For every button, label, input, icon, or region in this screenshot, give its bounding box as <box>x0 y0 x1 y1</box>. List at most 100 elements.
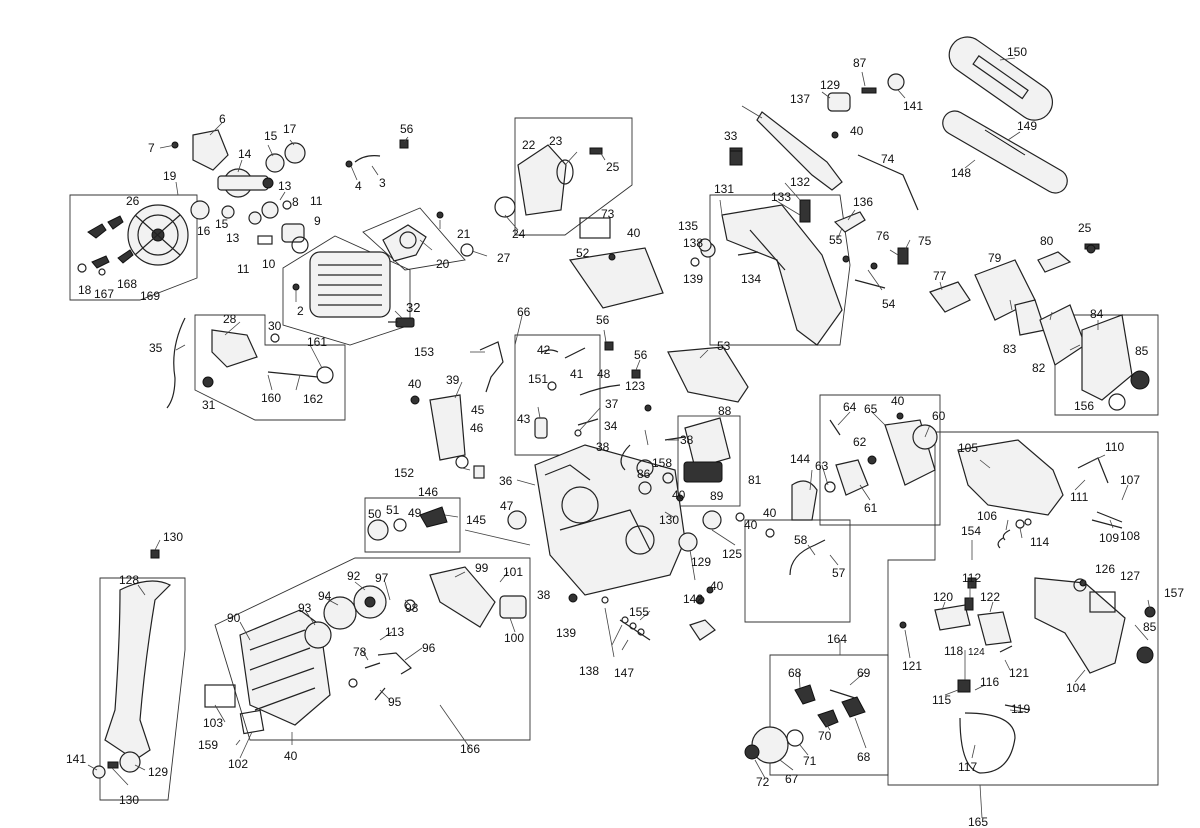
part-number-36: 36 <box>499 474 513 488</box>
part-number-108: 108 <box>1120 529 1140 543</box>
part-number-34: 34 <box>604 419 618 433</box>
impulse-hose-part <box>345 139 409 168</box>
part-number-154: 154 <box>961 524 981 538</box>
part-number-38c: 38 <box>537 588 551 602</box>
fuel-line-group-box <box>744 519 851 623</box>
part-number-58: 58 <box>794 533 808 547</box>
part-number-30: 30 <box>268 319 282 333</box>
part-number-43: 43 <box>517 412 531 426</box>
part-number-158: 158 <box>652 456 672 470</box>
part-number-79: 79 <box>988 251 1002 265</box>
part-number-113: 113 <box>385 625 404 639</box>
part-number-77: 77 <box>933 269 947 283</box>
top-cover-part <box>1081 314 1150 411</box>
part-number-120: 120 <box>933 590 953 604</box>
part-number-133: 133 <box>771 190 791 204</box>
part-number-51: 51 <box>386 503 400 517</box>
part-number-164: 164 <box>827 632 847 646</box>
part-number-165: 165 <box>968 815 988 828</box>
part-number-8: 8 <box>292 195 299 209</box>
part-number-124: 124 <box>968 647 985 658</box>
part-number-37: 37 <box>605 397 619 411</box>
part-number-38a: 38 <box>596 440 610 454</box>
label-plate-part <box>239 709 265 735</box>
bar-cover-part <box>948 36 1054 121</box>
part-number-26: 26 <box>126 194 140 208</box>
part-number-141a: 141 <box>903 99 923 113</box>
part-number-62: 62 <box>853 435 867 449</box>
part-number-42: 42 <box>537 343 551 357</box>
part-number-160: 160 <box>261 391 281 405</box>
part-number-40a: 40 <box>408 377 422 391</box>
part-number-47: 47 <box>500 499 514 513</box>
part-number-22: 22 <box>522 138 536 152</box>
part-number-15a: 15 <box>264 129 278 143</box>
front-handle-box <box>99 577 186 801</box>
part-number-151: 151 <box>528 372 548 386</box>
part-number-145: 145 <box>466 513 486 527</box>
part-number-98: 98 <box>405 601 419 615</box>
part-number-161: 161 <box>307 335 327 349</box>
part-number-75: 75 <box>918 234 932 248</box>
part-number-130b: 130 <box>659 513 679 527</box>
part-number-166: 166 <box>460 742 480 756</box>
part-number-69: 69 <box>857 666 871 680</box>
part-number-68b: 68 <box>857 750 871 764</box>
part-number-117: 117 <box>958 760 977 774</box>
handle-group-box <box>709 194 851 346</box>
part-number-85a: 85 <box>1135 344 1149 358</box>
part-number-135: 135 <box>678 219 698 233</box>
intake-group-box <box>362 207 466 271</box>
part-number-71: 71 <box>803 754 817 768</box>
part-number-105: 105 <box>958 441 978 455</box>
side-cover-part <box>429 394 466 461</box>
crankshaft-part <box>190 142 306 225</box>
part-number-168: 168 <box>117 277 137 291</box>
part-number-56c: 56 <box>634 348 648 362</box>
brake-band-part <box>934 597 1031 774</box>
part-number-46: 46 <box>470 421 484 435</box>
part-number-90: 90 <box>227 611 241 625</box>
part-number-40d: 40 <box>891 394 905 408</box>
part-number-97: 97 <box>375 571 389 585</box>
part-number-150: 150 <box>1007 45 1027 59</box>
warning-label-part <box>204 684 236 708</box>
part-number-147: 147 <box>614 666 634 680</box>
cylinder-part <box>292 251 391 318</box>
part-number-134: 134 <box>741 272 761 286</box>
part-number-50: 50 <box>368 507 382 521</box>
starter-pulley-parts <box>304 566 527 701</box>
part-number-138b: 138 <box>579 664 599 678</box>
part-number-60: 60 <box>932 409 946 423</box>
part-number-146: 146 <box>418 485 438 499</box>
part-number-20: 20 <box>436 257 450 271</box>
part-number-114: 114 <box>1030 535 1049 549</box>
flywheel-part <box>127 204 189 266</box>
part-number-126: 126 <box>1095 562 1115 576</box>
part-number-88: 88 <box>718 404 732 418</box>
part-number-136: 136 <box>853 195 873 209</box>
part-number-72: 72 <box>756 775 770 789</box>
part-number-83: 83 <box>1003 342 1017 356</box>
air-filter-group-box <box>514 117 633 236</box>
part-number-129a: 129 <box>820 78 840 92</box>
part-number-94: 94 <box>318 589 332 603</box>
part-number-111: 111 <box>1070 490 1089 504</box>
part-number-109: 109 <box>1099 531 1119 545</box>
part-number-129b: 129 <box>691 555 711 569</box>
part-number-148: 148 <box>951 166 971 180</box>
part-number-156: 156 <box>1074 399 1094 413</box>
part-number-119: 119 <box>1011 702 1030 716</box>
part-number-25a: 25 <box>606 160 620 174</box>
part-number-40h: 40 <box>710 579 724 593</box>
part-number-21: 21 <box>457 227 471 241</box>
oil-pump-part <box>367 506 448 541</box>
part-number-31: 31 <box>202 398 216 412</box>
part-number-78: 78 <box>353 645 367 659</box>
part-number-16: 16 <box>197 224 211 238</box>
part-number-14: 14 <box>238 147 252 161</box>
part-number-41: 41 <box>570 367 584 381</box>
part-number-55: 55 <box>829 233 843 247</box>
part-number-74: 74 <box>881 152 895 166</box>
